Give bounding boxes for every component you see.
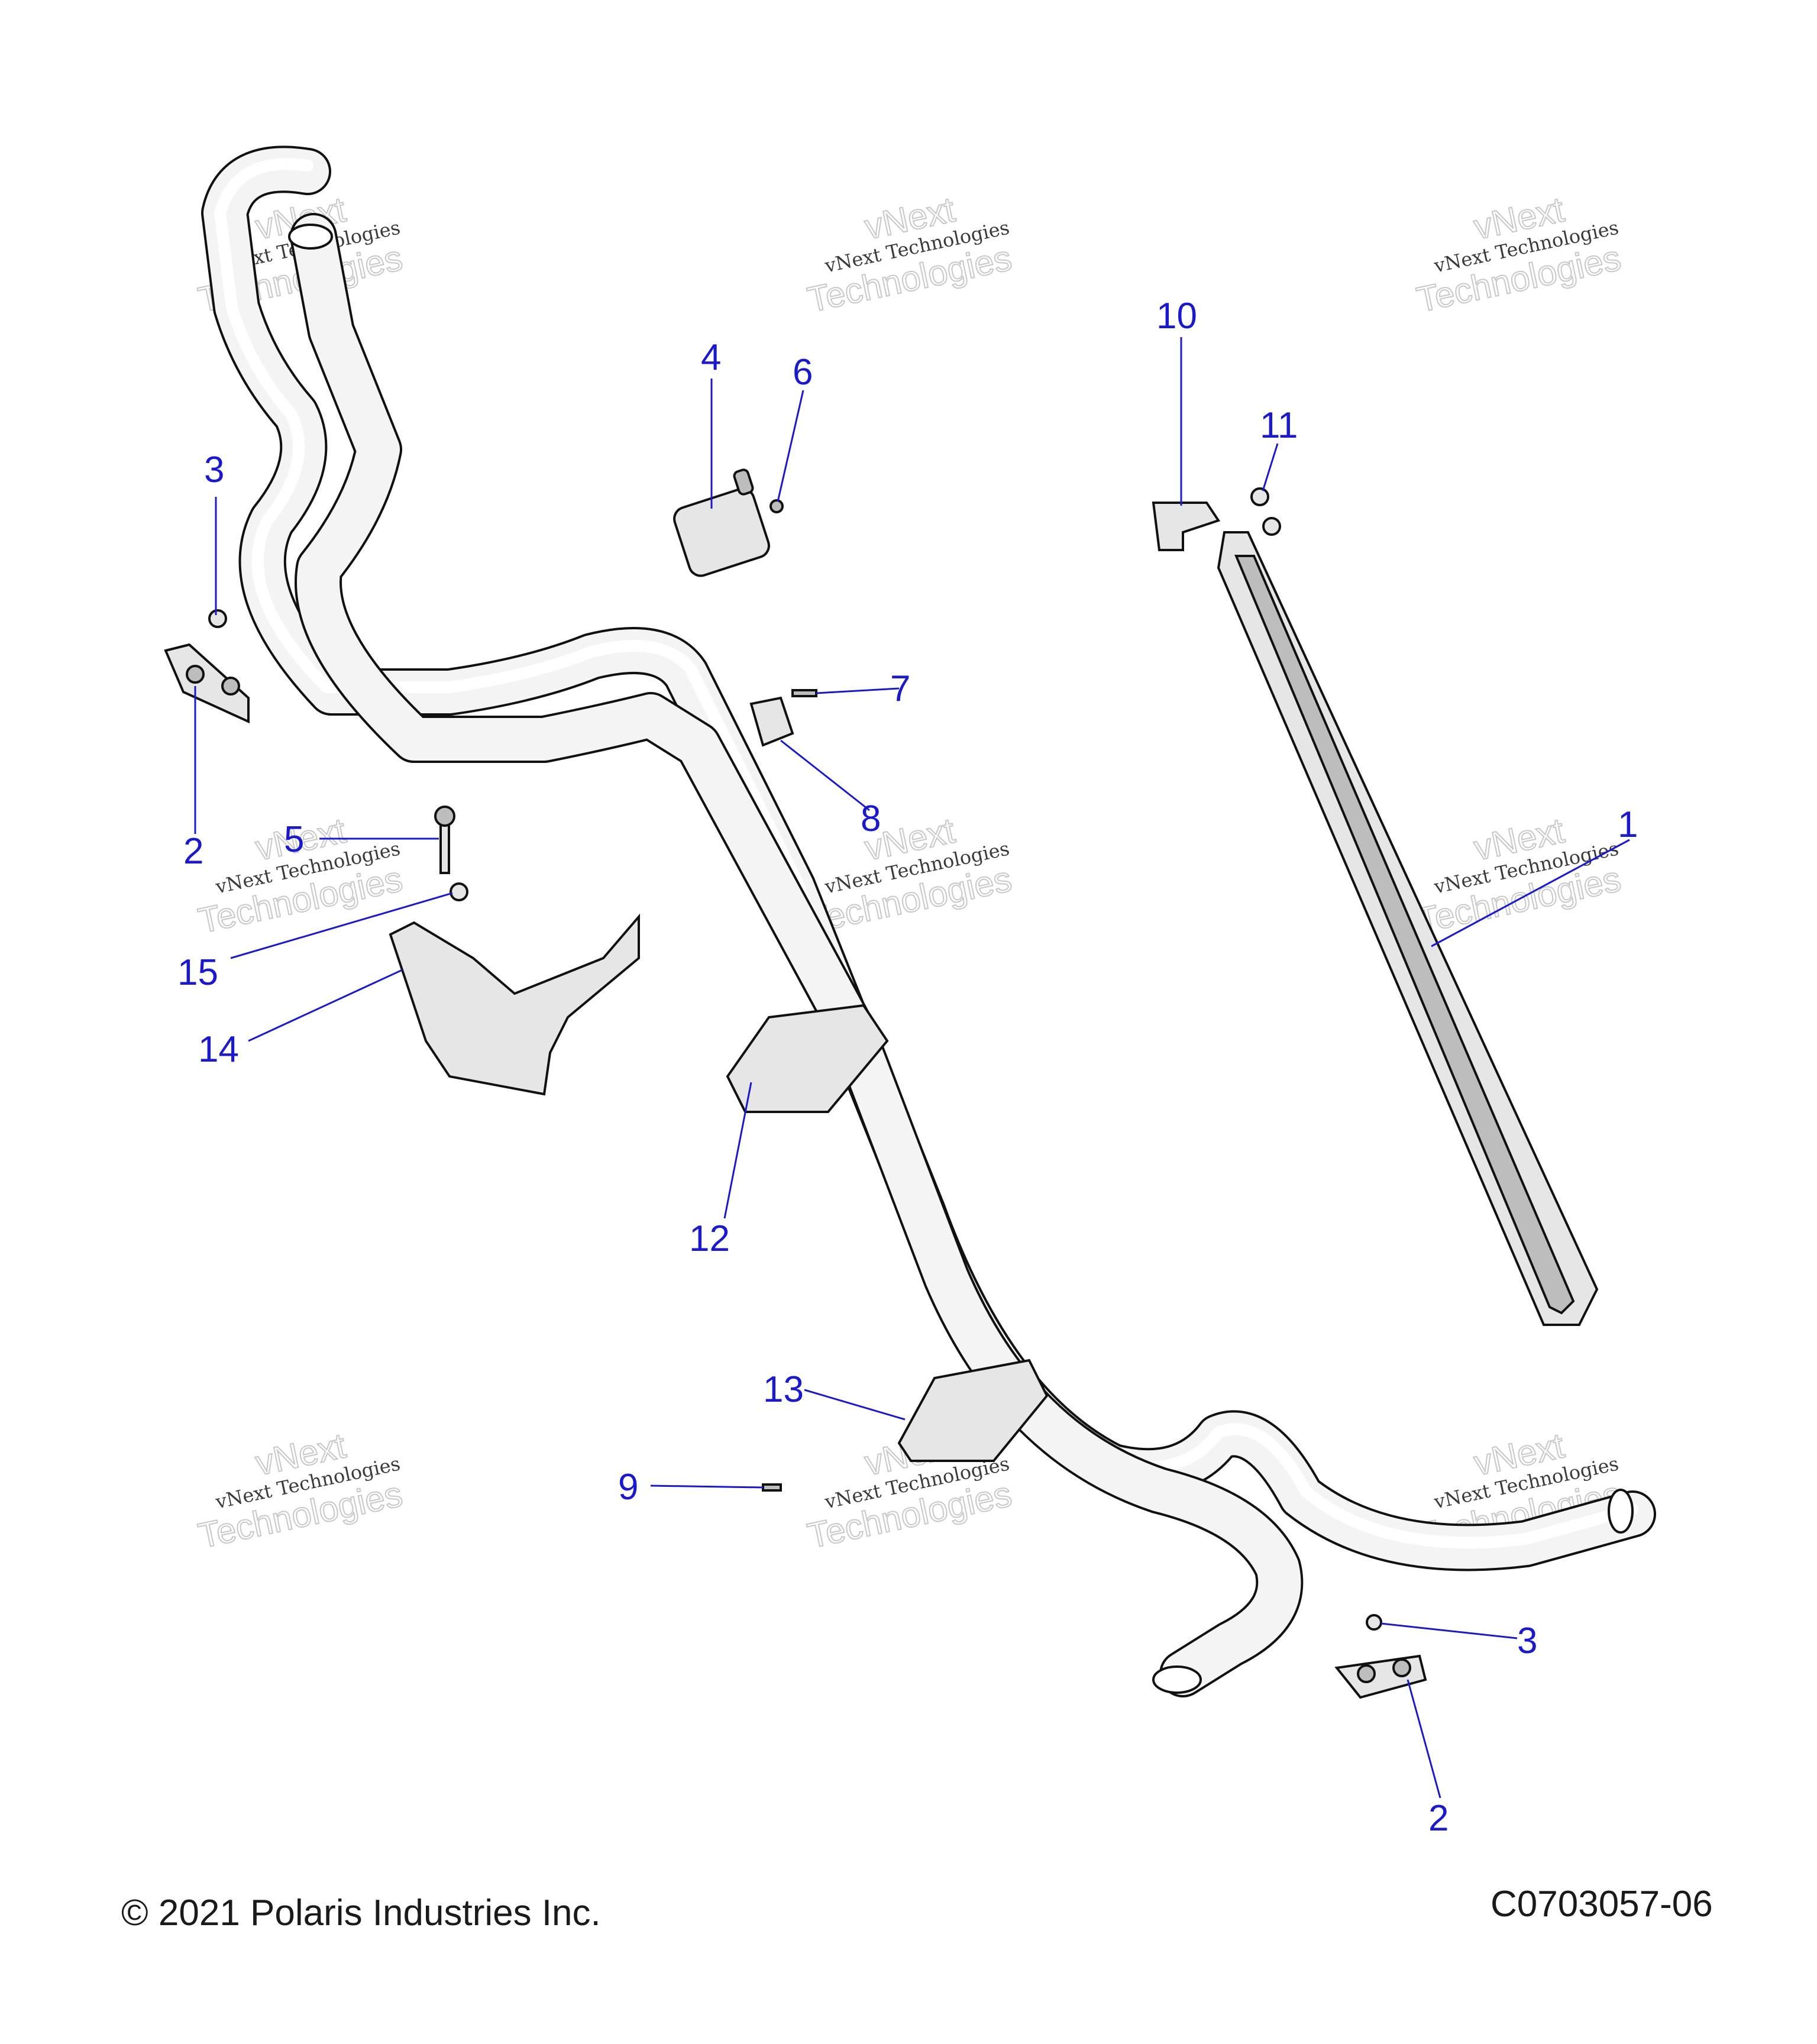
callout-11: 11 <box>1260 405 1298 446</box>
callout-3: 3 <box>1517 1621 1537 1661</box>
callout-14: 14 <box>198 1029 239 1070</box>
callout-labels: 1 2 2 3 3 4 5 6 7 8 9 10 11 12 13 14 15 <box>177 296 1638 1839</box>
callout-12: 12 <box>689 1218 730 1259</box>
leader-lines <box>194 337 1630 1799</box>
callout-10: 10 <box>1156 296 1197 337</box>
callout-1: 1 <box>1618 804 1638 845</box>
callout-5: 5 <box>284 819 304 860</box>
hose-clip-upper <box>164 643 250 724</box>
mounting-rail-bracket <box>1217 531 1599 1326</box>
tube-end <box>288 224 333 250</box>
callout-2: 2 <box>183 831 203 872</box>
callout-4: 4 <box>701 337 721 378</box>
screw <box>762 1483 782 1492</box>
part-code: C0703057-06 <box>1491 1884 1713 1925</box>
nut <box>1366 1614 1382 1631</box>
watermark: vNext vNext Technologies Technologies <box>1413 189 1625 320</box>
nut <box>450 882 468 901</box>
hose-fitting <box>673 468 770 577</box>
nut <box>208 609 227 628</box>
copyright-text: © 2021 Polaris Industries Inc. <box>121 1893 601 1933</box>
callout-8: 8 <box>861 798 881 839</box>
watermarks: vNext vNext Technologies Technologies vN… <box>195 189 1625 1556</box>
tube-end <box>1608 1489 1634 1534</box>
saddle-bracket-lower <box>897 1359 1049 1462</box>
callout-9: 9 <box>618 1467 638 1508</box>
callout-7: 7 <box>890 668 910 709</box>
watermark: vNext vNext Technologies Technologies <box>1413 810 1625 941</box>
tube-end <box>1152 1665 1202 1694</box>
callout-3: 3 <box>204 449 224 490</box>
small-bracket <box>1152 502 1221 551</box>
callout-13: 13 <box>763 1369 804 1410</box>
bolt-head <box>434 806 455 827</box>
screw <box>770 499 784 513</box>
watermark: vNext vNext Technologies Technologies <box>195 1425 407 1556</box>
callout-6: 6 <box>793 352 813 393</box>
watermark: vNext vNext Technologies Technologies <box>804 189 1016 320</box>
hose-clip-lower <box>1334 1654 1427 1699</box>
heat-shield <box>389 913 640 1096</box>
callout-2: 2 <box>1428 1798 1449 1839</box>
nut <box>1250 487 1269 506</box>
coolant-tube-assembly <box>201 145 1656 1697</box>
callout-15: 15 <box>177 952 218 993</box>
nut <box>1262 517 1281 536</box>
tube-clamp <box>749 689 817 747</box>
